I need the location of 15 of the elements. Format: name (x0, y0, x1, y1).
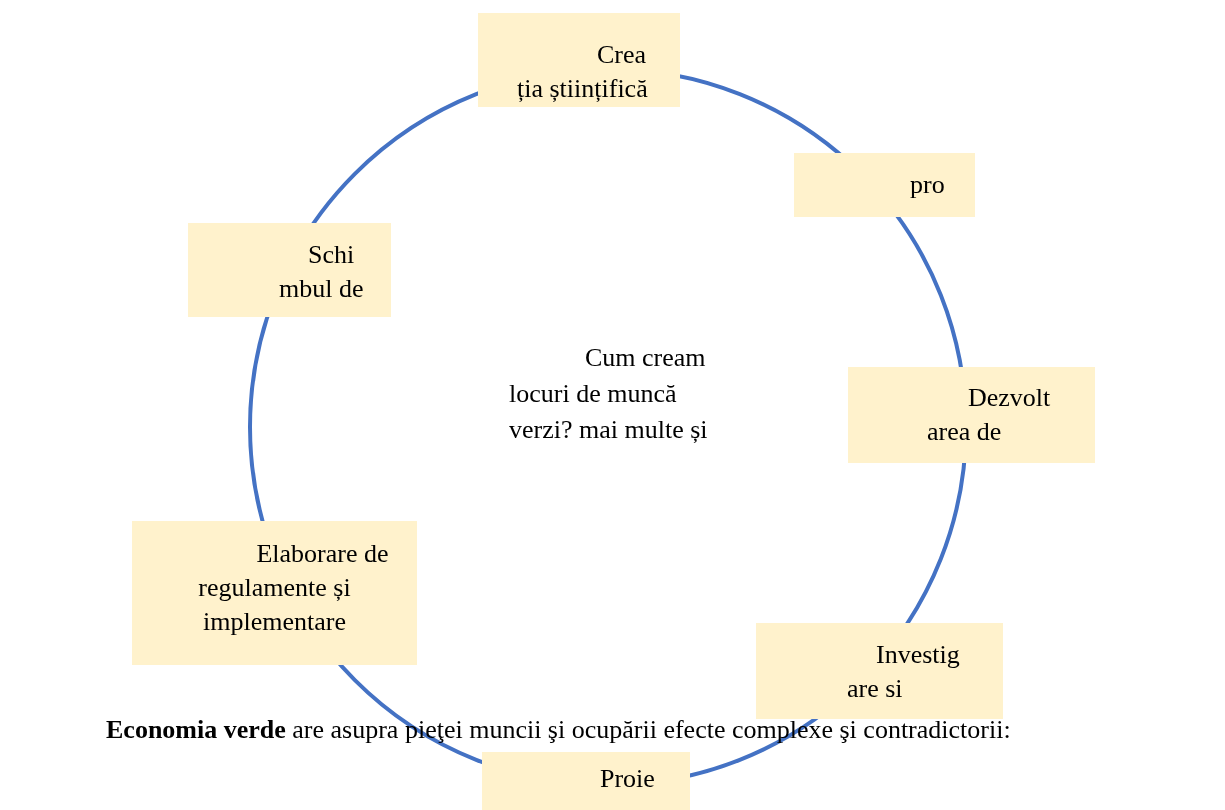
box-text: Schi mbul de (279, 239, 365, 305)
label-box (132, 521, 417, 665)
box-text: Investig are si (847, 639, 961, 705)
box-text: pro (910, 169, 946, 201)
label-box (848, 367, 1095, 463)
label-box (482, 752, 690, 810)
label-box (794, 153, 975, 217)
question-text: Cum cream locuri de muncă verzi? mai multe și (509, 342, 709, 446)
box-text: Dezvolt area de (927, 382, 1052, 448)
label-box (478, 13, 680, 107)
box-text: Elaborare de regulamente și implementare (197, 538, 390, 638)
box-text: Crea ția științifică (517, 39, 649, 105)
label-box (188, 223, 391, 317)
box-text: Proie (600, 763, 656, 795)
label-box (756, 623, 1003, 719)
